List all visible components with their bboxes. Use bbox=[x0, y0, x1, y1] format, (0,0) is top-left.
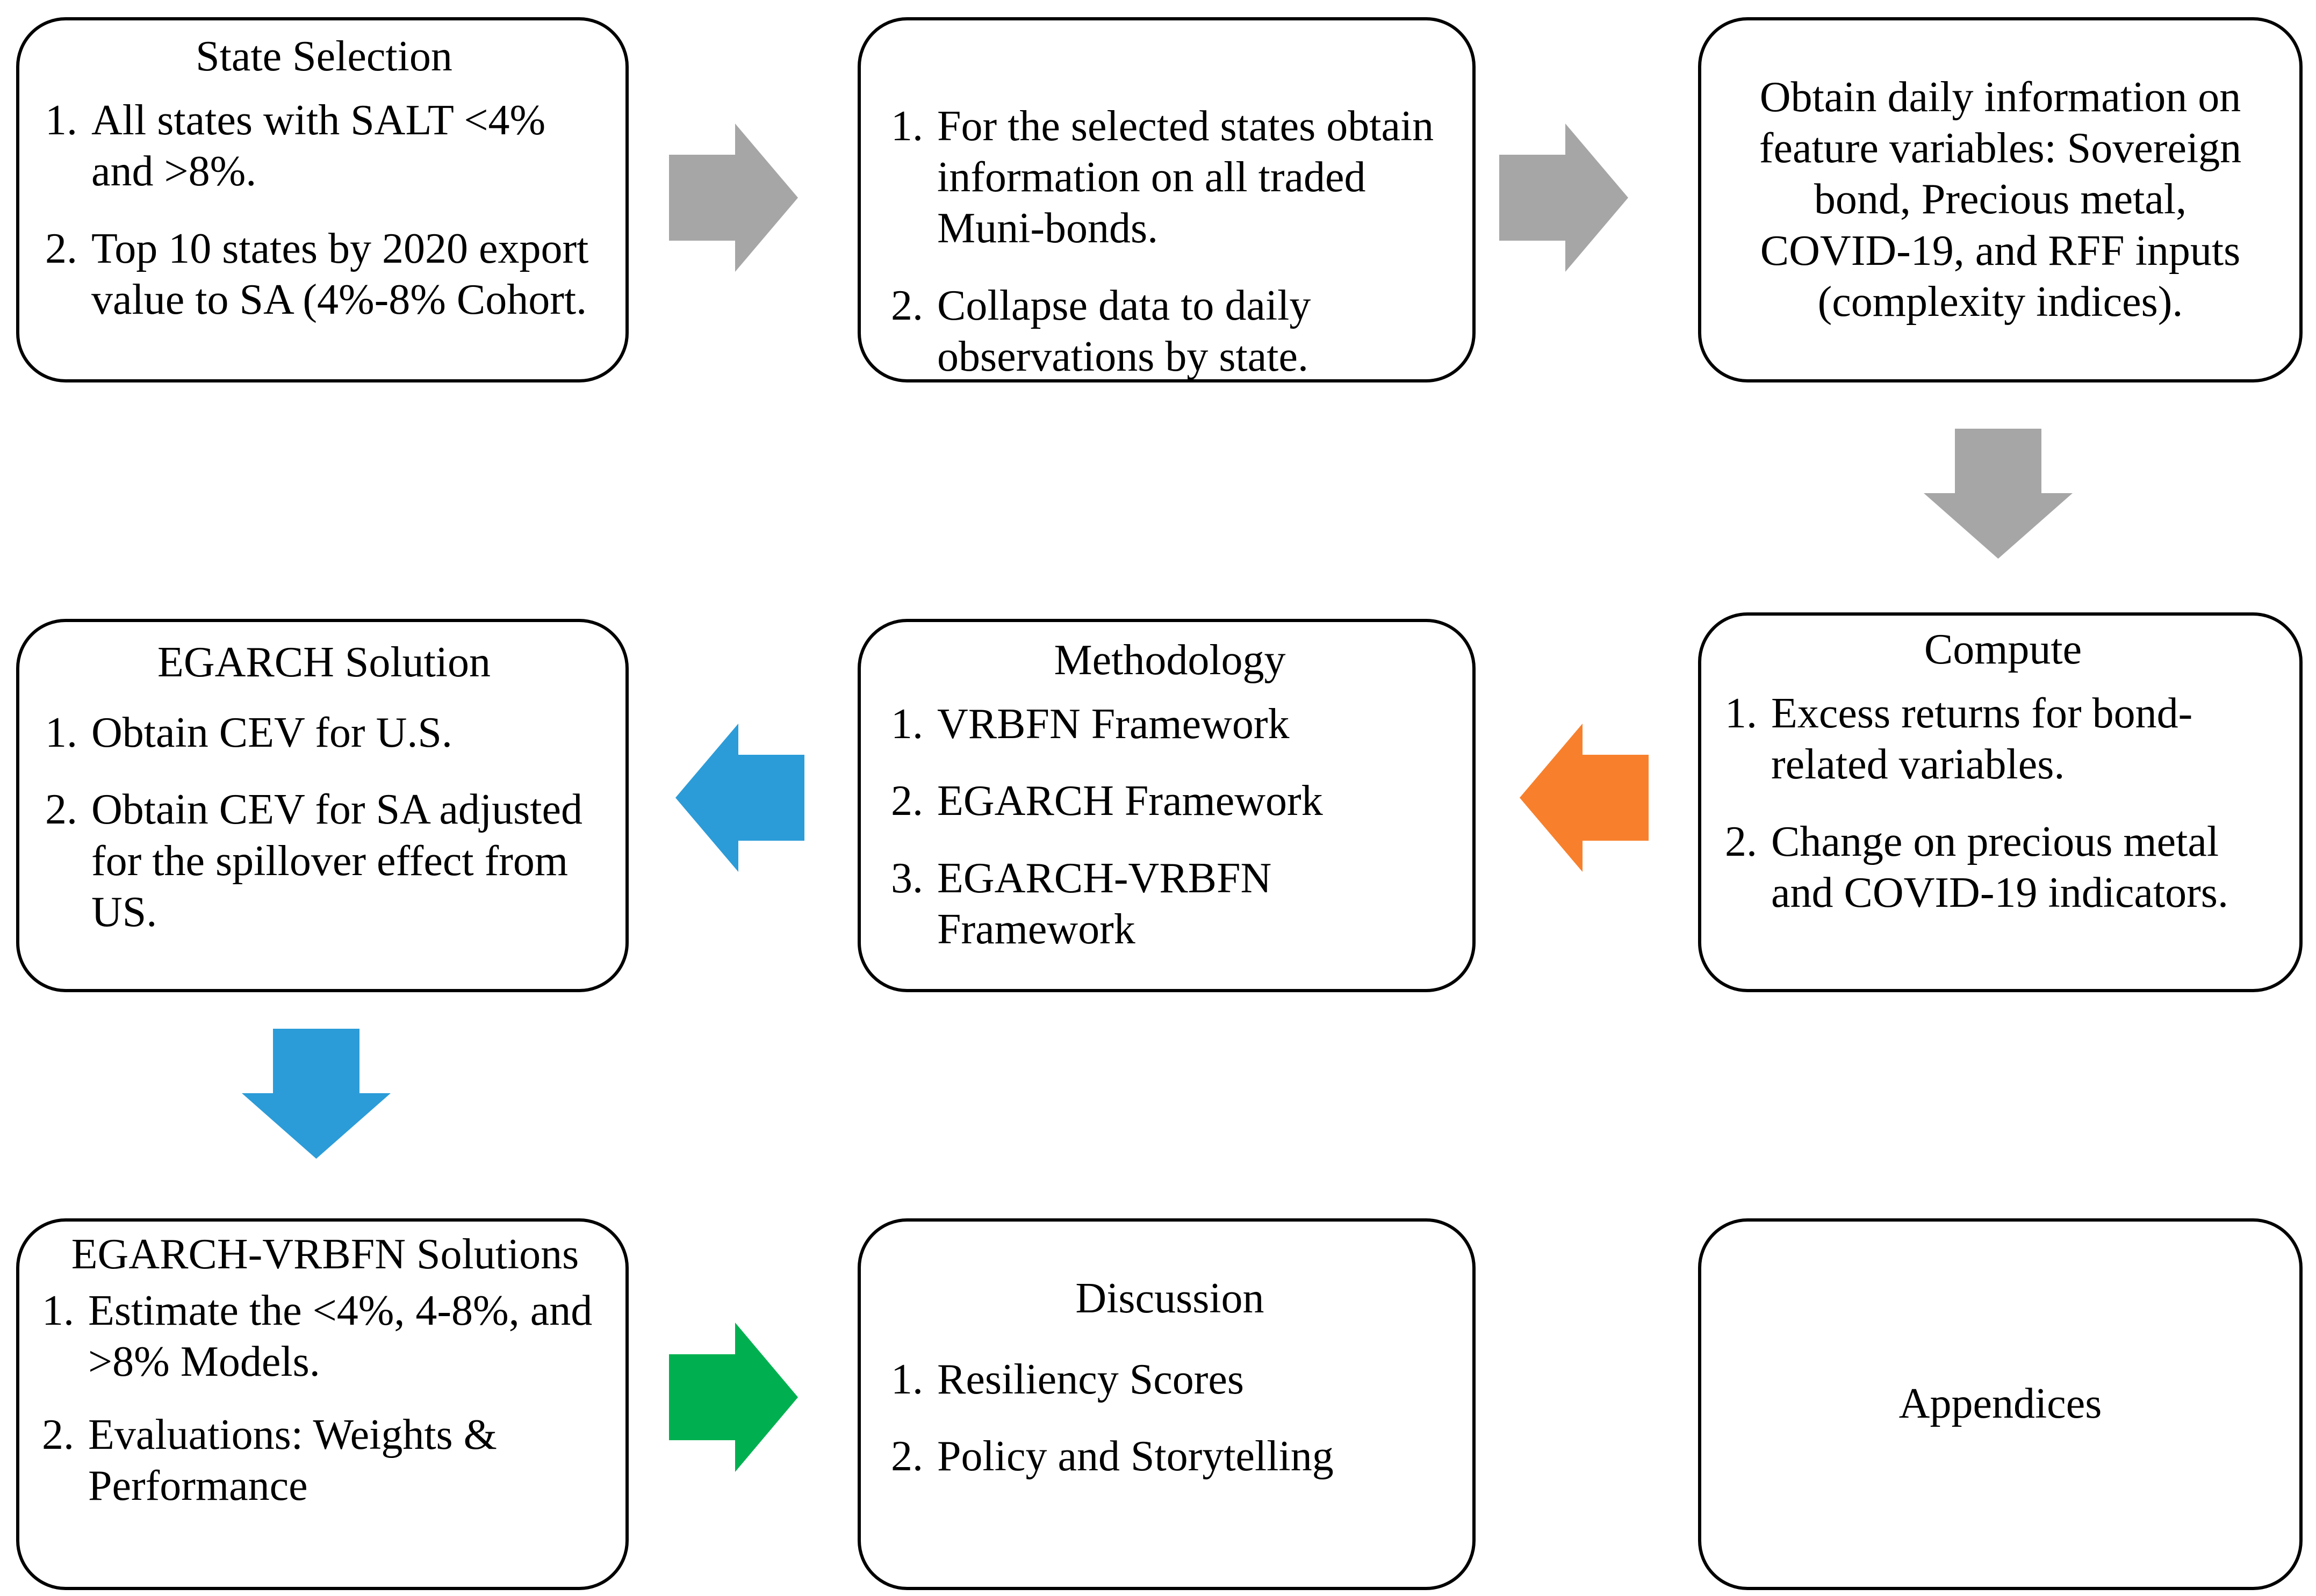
item-number: 2. bbox=[45, 225, 77, 272]
right-arrow-shape bbox=[669, 1323, 798, 1472]
item-number: 1. bbox=[45, 97, 77, 145]
item-text: Obtain CEV for SA adjusted for the spill… bbox=[91, 786, 583, 936]
item-number: 2. bbox=[891, 1433, 923, 1481]
box-title: Appendices bbox=[1898, 1380, 2102, 1428]
item-number: 1. bbox=[891, 103, 923, 150]
box-title: Compute bbox=[1924, 626, 2082, 673]
item-text: For the selected states obtain informati… bbox=[937, 103, 1434, 252]
item-number: 2. bbox=[45, 786, 77, 834]
list-item: 1. Estimate the <4%, 4-8%, and >8% Model… bbox=[42, 1286, 608, 1388]
item-text: Evaluations: Weights & Performance bbox=[88, 1411, 497, 1510]
item-text: Excess returns for bond-related variable… bbox=[1771, 690, 2193, 789]
item-number: 3. bbox=[891, 854, 923, 902]
item-number: 1. bbox=[42, 1287, 74, 1335]
item-text: VRBFN Framework bbox=[937, 700, 1290, 748]
item-number: 2. bbox=[1725, 818, 1757, 865]
list-item: 1. VRBFN Framework bbox=[891, 699, 1449, 750]
arrow-egarch-vrbfn-solutions-to-discussion-icon bbox=[669, 1323, 798, 1472]
item-number: 1. bbox=[891, 1356, 923, 1404]
item-text: Policy and Storytelling bbox=[937, 1433, 1334, 1481]
box-discussion: Discussion 1. Resiliency Scores 2. Polic… bbox=[858, 1218, 1476, 1590]
arrow-compute-to-methodology-icon bbox=[1520, 724, 1649, 872]
left-arrow-shape bbox=[1520, 724, 1649, 872]
item-text: Change on precious metal and COVID-19 in… bbox=[1771, 818, 2228, 916]
box-methodology: Methodology 1. VRBFN Framework 2. EGARCH… bbox=[858, 619, 1476, 992]
list-item: 1. For the selected states obtain inform… bbox=[891, 101, 1449, 255]
arrow-egarch-solution-to-egarch-vrbfn-solutions-icon bbox=[242, 1029, 391, 1159]
box-title: State Selection bbox=[196, 33, 452, 80]
right-arrow-shape bbox=[1499, 124, 1628, 272]
item-number: 2. bbox=[891, 777, 923, 825]
list-item: 1. All states with SALT <4% and >8%. bbox=[45, 95, 603, 197]
box-text: Obtain daily information on feature vari… bbox=[1759, 74, 2242, 326]
box-egarch-solution: EGARCH Solution 1. Obtain CEV for U.S. 2… bbox=[16, 619, 629, 992]
down-arrow-shape bbox=[1924, 429, 2073, 559]
list-item: 2. Obtain CEV for SA adjusted for the sp… bbox=[45, 784, 603, 938]
box-daily-feature-info: Obtain daily information on feature vari… bbox=[1698, 17, 2303, 382]
arrow-daily-info-to-compute-icon bbox=[1924, 429, 2073, 559]
down-arrow-shape bbox=[242, 1029, 391, 1159]
item-number: 1. bbox=[891, 700, 923, 748]
box-title: Methodology bbox=[1054, 637, 1286, 684]
item-number: 1. bbox=[45, 709, 77, 757]
list-item: 3. EGARCH-VRBFN Framework bbox=[891, 853, 1449, 955]
item-number: 1. bbox=[1725, 690, 1757, 738]
box-appendices: Appendices bbox=[1698, 1218, 2303, 1590]
list-item: 2. EGARCH Framework bbox=[891, 776, 1449, 827]
item-number: 2. bbox=[42, 1411, 74, 1458]
list-item: 2. Policy and Storytelling bbox=[891, 1431, 1449, 1482]
box-title: Discussion bbox=[1075, 1275, 1264, 1322]
right-arrow-shape bbox=[669, 124, 798, 272]
list-item: 2. Top 10 states by 2020 export value to… bbox=[45, 223, 603, 326]
box-egarch-vrbfn-solutions: EGARCH-VRBFN Solutions 1. Estimate the <… bbox=[16, 1218, 629, 1590]
item-text: Estimate the <4%, 4-8%, and >8% Models. bbox=[88, 1287, 593, 1386]
item-text: Resiliency Scores bbox=[937, 1356, 1244, 1404]
item-text: Collapse data to daily observations by s… bbox=[937, 281, 1311, 380]
list-item: 2. Change on precious metal and COVID-19… bbox=[1725, 817, 2281, 919]
list-item: 1. Resiliency Scores bbox=[891, 1354, 1449, 1405]
list-item: 1. Excess returns for bond-related varia… bbox=[1725, 688, 2281, 790]
box-title: EGARCH Solution bbox=[157, 639, 491, 686]
box-title: EGARCH-VRBFN Solutions bbox=[71, 1231, 579, 1278]
item-text: Obtain CEV for U.S. bbox=[91, 709, 452, 757]
arrow-methodology-to-egarch-solution-icon bbox=[675, 724, 804, 872]
box-compute: Compute 1. Excess returns for bond-relat… bbox=[1698, 612, 2303, 992]
item-text: Top 10 states by 2020 export value to SA… bbox=[91, 225, 589, 323]
item-text: EGARCH Framework bbox=[937, 777, 1323, 825]
arrow-state-selection-to-muni-bonds-icon bbox=[669, 124, 798, 272]
left-arrow-shape bbox=[675, 724, 804, 872]
box-state-selection: State Selection 1. All states with SALT … bbox=[16, 17, 629, 382]
item-text: EGARCH-VRBFN Framework bbox=[937, 854, 1272, 953]
list-item: 2. Evaluations: Weights & Performance bbox=[42, 1410, 608, 1512]
item-number: 2. bbox=[891, 281, 923, 329]
arrow-muni-bonds-to-daily-info-icon bbox=[1499, 124, 1628, 272]
box-muni-bond-data: 1. For the selected states obtain inform… bbox=[858, 17, 1476, 382]
list-item: 1. Obtain CEV for U.S. bbox=[45, 707, 603, 759]
item-text: All states with SALT <4% and >8%. bbox=[91, 97, 546, 196]
list-item: 2. Collapse data to daily observations b… bbox=[891, 280, 1449, 382]
